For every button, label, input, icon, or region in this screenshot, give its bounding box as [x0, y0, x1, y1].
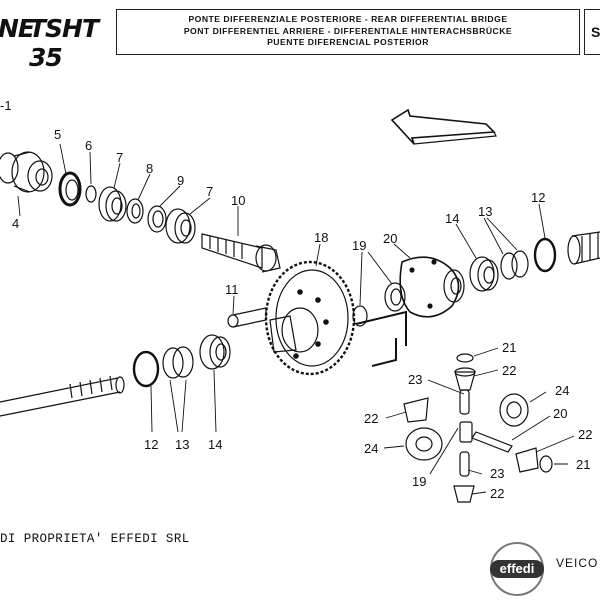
- callout-14-lower: 14: [208, 437, 223, 452]
- brand-prefix: NE: [0, 14, 35, 43]
- part-14-bearing-left: [199, 334, 231, 370]
- part-4-flange: [0, 151, 53, 193]
- callout-5: 5: [54, 127, 62, 142]
- model-name: TSHT 35: [29, 14, 99, 72]
- effedi-logo: effedi: [490, 542, 544, 596]
- callout-18: 18: [314, 230, 329, 245]
- left-axle-shaft: [0, 375, 125, 417]
- part-13-shim-a: [500, 252, 518, 280]
- callout-22-left: 22: [364, 411, 379, 426]
- callout-13-lower: 13: [175, 437, 190, 452]
- callout-6: 6: [85, 138, 93, 153]
- part-22-gear-left: [403, 397, 429, 423]
- callout-12-lower: 12: [144, 437, 159, 452]
- part-23-pin-top: [459, 389, 470, 415]
- callout-7-second: 7: [206, 184, 214, 199]
- part-6-ring: [85, 185, 97, 203]
- part-22-gear-top: [454, 367, 476, 391]
- callout-19-lower: 19: [412, 474, 427, 489]
- title-line-it: PONTE DIFFERENZIALE POSTERIORE - REAR DI…: [188, 14, 508, 24]
- part-8-washer: [126, 198, 144, 224]
- callout-21: 21: [502, 340, 517, 355]
- part-22-gear-right: [515, 447, 539, 473]
- leader-lines: [17, 143, 575, 495]
- callout-8: 8: [146, 161, 154, 176]
- callout-23-lower: 23: [490, 466, 505, 481]
- callout-7: 7: [116, 150, 124, 165]
- effedi-logo-text: effedi: [500, 561, 535, 576]
- part-18-crown-gear: [264, 260, 356, 376]
- part-21-washer-right: [539, 455, 553, 473]
- callout-minus-1: -1: [0, 98, 12, 113]
- callout-12: 12: [531, 190, 546, 205]
- callout-24: 24: [555, 383, 570, 398]
- callout-19: 19: [352, 238, 367, 253]
- part-22-gear-bottom: [453, 485, 475, 503]
- part-7-bearing-b: [165, 208, 196, 244]
- callout-20-lower: 20: [553, 406, 568, 421]
- page-ref: S: [591, 24, 600, 40]
- callout-10: 10: [231, 193, 246, 208]
- title-line-es: PUENTE DIFERENCIAL POSTERIOR: [267, 37, 429, 47]
- part-13-shim-b: [162, 347, 184, 379]
- part-20-diff-housing: [399, 256, 465, 318]
- part-20-cross-pin: [471, 431, 513, 453]
- part-11-bolt: [227, 307, 267, 328]
- direction-arrow: [390, 108, 496, 145]
- part-24-gear-right: [499, 393, 529, 427]
- part-23-pin-bottom: [459, 451, 470, 477]
- callout-13: 13: [478, 204, 493, 219]
- callout-11: 11: [225, 282, 239, 297]
- right-axle-shaft: [567, 231, 600, 265]
- callout-20: 20: [383, 231, 398, 246]
- veico-brand: VEICO: [556, 556, 599, 570]
- part-9-washer: [147, 205, 167, 233]
- part-14-bearing-right: [469, 256, 499, 292]
- ownership-note: DI PROPRIETA' EFFEDI SRL: [0, 532, 190, 546]
- callout-4: 4: [12, 216, 20, 231]
- callout-22-right: 22: [578, 427, 593, 442]
- callout-9: 9: [177, 173, 185, 188]
- callout-22: 22: [502, 363, 517, 378]
- part-19-washer: [352, 305, 368, 327]
- part-10-pinion: [201, 233, 281, 273]
- page-ref-box: S: [584, 9, 600, 55]
- part-24-gear-left: [405, 427, 443, 461]
- part-12-seal-right: [533, 237, 557, 273]
- title-line-fr: PONT DIFFERENTIEL ARRIERE - DIFFERENTIAL…: [183, 25, 513, 36]
- callout-24-left: 24: [364, 441, 379, 456]
- part-23-block-mid: [459, 421, 473, 443]
- part-21-washer-top: [456, 353, 474, 363]
- part-7-bearing-a: [98, 186, 127, 222]
- title-box: PONTE DIFFERENZIALE POSTERIORE - REAR DI…: [116, 9, 580, 55]
- part-12-seal-left: [132, 350, 160, 388]
- callout-14: 14: [445, 211, 460, 226]
- callout-21-right: 21: [576, 457, 591, 472]
- callout-23: 23: [408, 372, 423, 387]
- part-5-seal: [58, 171, 82, 207]
- callout-22-bottom: 22: [490, 486, 505, 501]
